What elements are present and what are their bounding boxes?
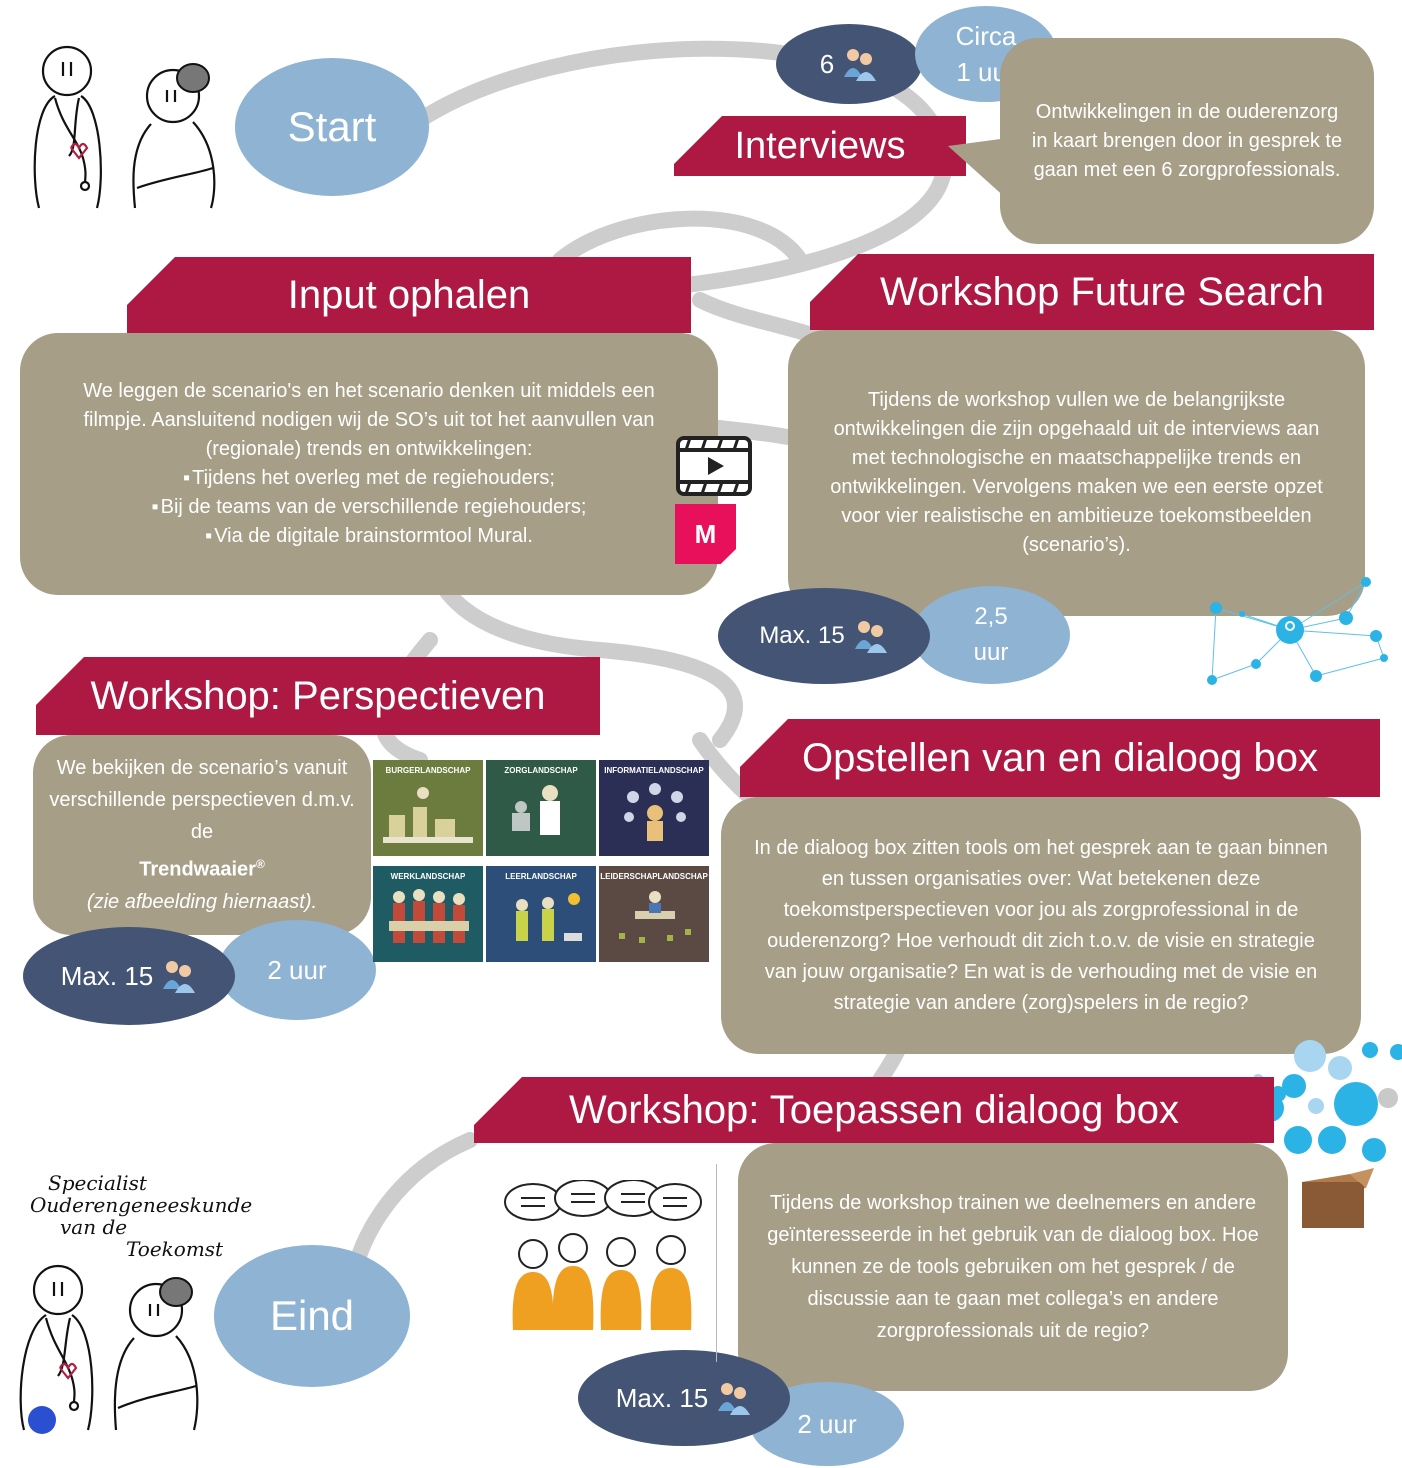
trendwaaier-brand: Trendwaaier: [139, 858, 256, 881]
interviews-description-bubble: Ontwikkelingen in de ouderenzorg in kaar…: [1000, 38, 1374, 244]
interviews-duration-line-1: Circa: [955, 21, 1017, 51]
toepassen-title: Workshop: Toepassen dialoog box: [568, 1087, 1180, 1132]
perspectieven-note: (zie afbeelding hiernaast).: [86, 890, 318, 913]
interviews-participants-oval: 6: [776, 24, 922, 104]
tile-label: LEIDERSCHAPLANDSCHAP: [600, 872, 708, 881]
perspectieven-description-bubble: We bekijken de scenario’s vanuit verschi…: [33, 735, 371, 935]
future-search-participants: Max. 15: [759, 622, 845, 649]
future-search-description: Tijdens de workshop vullen we de belangr…: [830, 389, 1323, 556]
opstellen-description-bubble: In de dialoog box zitten tools om het ge…: [721, 797, 1361, 1054]
handwritten-line: van de: [60, 1215, 128, 1239]
future-search-duration-line-1: 2,5: [974, 603, 1008, 630]
network-icon: [1207, 577, 1388, 685]
future-search-title: Workshop Future Search: [880, 269, 1324, 314]
toepassen-participants: Max. 15: [615, 1382, 709, 1413]
input-banner: Input ophalen: [127, 257, 691, 333]
end-node: Eind: [214, 1245, 410, 1387]
future-search-duration-line-2: uur: [973, 639, 1009, 666]
doctor-and-patient-illustration-end: [19, 1264, 199, 1434]
toepassen-participants-oval: Max. 15: [578, 1350, 790, 1446]
tile-label: INFORMATIELANDSCHAP: [604, 766, 704, 775]
start-node: Start: [235, 58, 429, 196]
handwritten-line: Toekomst: [126, 1237, 224, 1261]
doctor-and-patient-illustration-start: [33, 45, 216, 209]
input-bullet: Bij de teams van de verschillende regieh…: [60, 493, 678, 522]
toepassen-banner: Workshop: Toepassen dialoog box: [474, 1077, 1274, 1143]
trendwaaier-tile-leiderschaplandschap: LEIDERSCHAPLANDSCHAP: [599, 866, 709, 962]
perspectieven-duration-oval: 2 uur: [218, 920, 376, 1020]
opstellen-banner: Opstellen van en dialoog box: [740, 719, 1380, 797]
input-bullet-list: Tijdens het overleg met de regiehouders;…: [60, 464, 678, 551]
start-label: Start: [287, 103, 377, 150]
input-bullet: Tijdens het overleg met de regiehouders;: [60, 464, 678, 493]
perspectieven-duration: 2 uur: [267, 954, 327, 985]
trendwaaier-tile-zorglandschap: ZORGLANDSCHAP: [486, 760, 596, 856]
input-title: Input ophalen: [287, 272, 531, 317]
trendwaaier-tile-leerlandschap: LEERLANDSCHAP: [486, 866, 596, 962]
tile-label: BURGERLANDSCHAP: [385, 766, 471, 775]
interviews-banner: Interviews: [674, 116, 966, 176]
mural-logo-letter: M: [694, 518, 717, 549]
trendwaaier-tile-informatielandschap: INFORMATIELANDSCHAP: [599, 760, 709, 856]
mural-logo-icon: M: [675, 504, 736, 564]
perspectieven-participants-oval: Max. 15: [23, 927, 235, 1025]
input-bullet: Via de digitale brainstormtool Mural.: [60, 522, 678, 551]
people-icon: [853, 619, 889, 653]
tile-label: WERKLANDSCHAP: [390, 872, 466, 881]
handwritten-caption: Specialist Ouderengeneeskunde van de Toe…: [30, 1171, 253, 1261]
perspectieven-banner: Workshop: Perspectieven: [36, 657, 600, 735]
opstellen-title: Opstellen van en dialoog box: [802, 735, 1318, 780]
interviews-description: Ontwikkelingen in de ouderenzorg in kaar…: [1031, 100, 1343, 181]
toepassen-description: Tijdens de workshop trainen we deelnemer…: [767, 1192, 1259, 1342]
opstellen-description: In de dialoog box zitten tools om het ge…: [754, 836, 1328, 1014]
future-search-duration-oval: 2,5 uur: [912, 586, 1070, 684]
video-icon: [676, 436, 752, 496]
people-icon: [716, 1381, 752, 1415]
interviews-participants-count: 6: [819, 48, 835, 79]
group-discussion-illustration: [504, 1180, 702, 1330]
perspectieven-participants: Max. 15: [60, 960, 154, 991]
future-search-description-bubble: Tijdens de workshop vullen we de belangr…: [788, 330, 1365, 616]
toepassen-description-bubble: Tijdens de workshop trainen we deelnemer…: [738, 1143, 1288, 1391]
trendwaaier-tile-werklandschap: WERKLANDSCHAP: [373, 866, 483, 962]
tile-label: LEERLANDSCHAP: [505, 872, 577, 881]
end-label: Eind: [269, 1292, 355, 1339]
perspectieven-text: We bekijken de scenario’s vanuit verschi…: [49, 757, 355, 844]
people-icon: [842, 47, 878, 81]
interviews-title: Interviews: [734, 124, 906, 167]
input-intro: We leggen de scenario's en het scenario …: [83, 380, 655, 460]
app-icons-cloud: [1254, 1040, 1402, 1228]
perspectieven-title: Workshop: Perspectieven: [90, 673, 546, 718]
future-search-participants-oval: Max. 15: [718, 588, 930, 684]
trendwaaier-tile-burgerlandschap: BURGERLANDSCHAP: [373, 760, 483, 856]
tile-label: ZORGLANDSCHAP: [504, 766, 578, 775]
input-description-bubble: We leggen de scenario's en het scenario …: [20, 333, 718, 595]
handwritten-line: Specialist: [48, 1171, 147, 1195]
toepassen-duration: 2 uur: [797, 1408, 857, 1439]
people-icon: [161, 959, 197, 993]
interviews-bubble-tail: [948, 138, 1008, 200]
handwritten-line: Ouderengeneeskunde: [30, 1193, 253, 1217]
divider-line: [716, 1164, 717, 1362]
trendwaaier-registered-mark: ®: [255, 857, 265, 872]
future-search-banner: Workshop Future Search: [810, 254, 1374, 330]
